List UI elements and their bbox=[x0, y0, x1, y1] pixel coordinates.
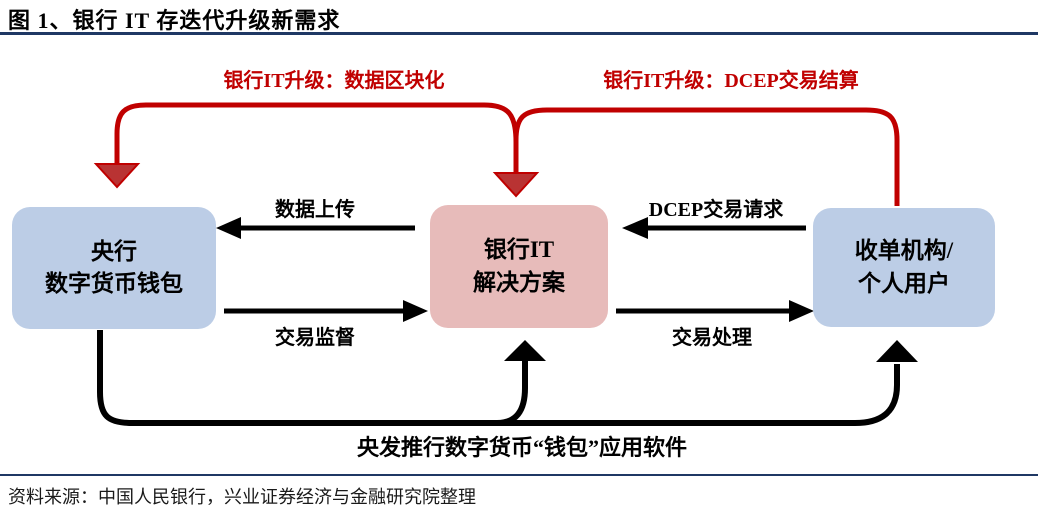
edge-label-wallet-app: 央发推行数字货币“钱包”应用软件 bbox=[356, 435, 688, 460]
node-bank-it-line1: 银行IT bbox=[483, 237, 555, 263]
node-central-bank-wallet: 央行 数字货币钱包 bbox=[12, 207, 216, 329]
arrow-processing bbox=[616, 300, 814, 322]
node-acquirer-users: 收单机构/ 个人用户 bbox=[813, 208, 995, 327]
arrow-supervision bbox=[224, 300, 428, 322]
node-acquirer-line1: 收单机构/ bbox=[854, 238, 954, 264]
red-arrow-dcep bbox=[492, 107, 900, 206]
node-central-bank-line1: 央行 bbox=[91, 238, 137, 264]
red-flow-label-blockchain: 银行IT升级：数据区块化 bbox=[223, 70, 445, 92]
edge-label-data-upload: 数据上传 bbox=[275, 199, 355, 221]
edge-label-dcep-request: DCEP交易请求 bbox=[648, 199, 784, 221]
arrow-dcep-request bbox=[622, 217, 806, 239]
red-flow-label-dcep: 银行IT升级：DCEP交易结算 bbox=[603, 70, 859, 92]
node-central-bank-line2: 数字货币钱包 bbox=[45, 271, 183, 296]
source-note: 资料来源：中国人民银行，兴业证券经济与金融研究院整理 bbox=[8, 487, 476, 507]
node-acquirer-line2: 个人用户 bbox=[858, 270, 950, 296]
footer-divider bbox=[0, 474, 1038, 476]
arrow-data-upload bbox=[216, 217, 415, 239]
edge-label-supervision: 交易监督 bbox=[275, 327, 355, 349]
red-arrow-blockchain bbox=[93, 102, 519, 189]
node-bank-it-solution: 银行IT 解决方案 bbox=[430, 205, 608, 328]
figure-title: 图 1、银行 IT 存迭代升级新需求 bbox=[8, 8, 341, 33]
arrow-wallet-app bbox=[97, 330, 918, 426]
node-bank-it-line2: 解决方案 bbox=[473, 269, 565, 295]
edge-label-processing: 交易处理 bbox=[672, 327, 752, 349]
title-divider bbox=[0, 32, 1038, 35]
